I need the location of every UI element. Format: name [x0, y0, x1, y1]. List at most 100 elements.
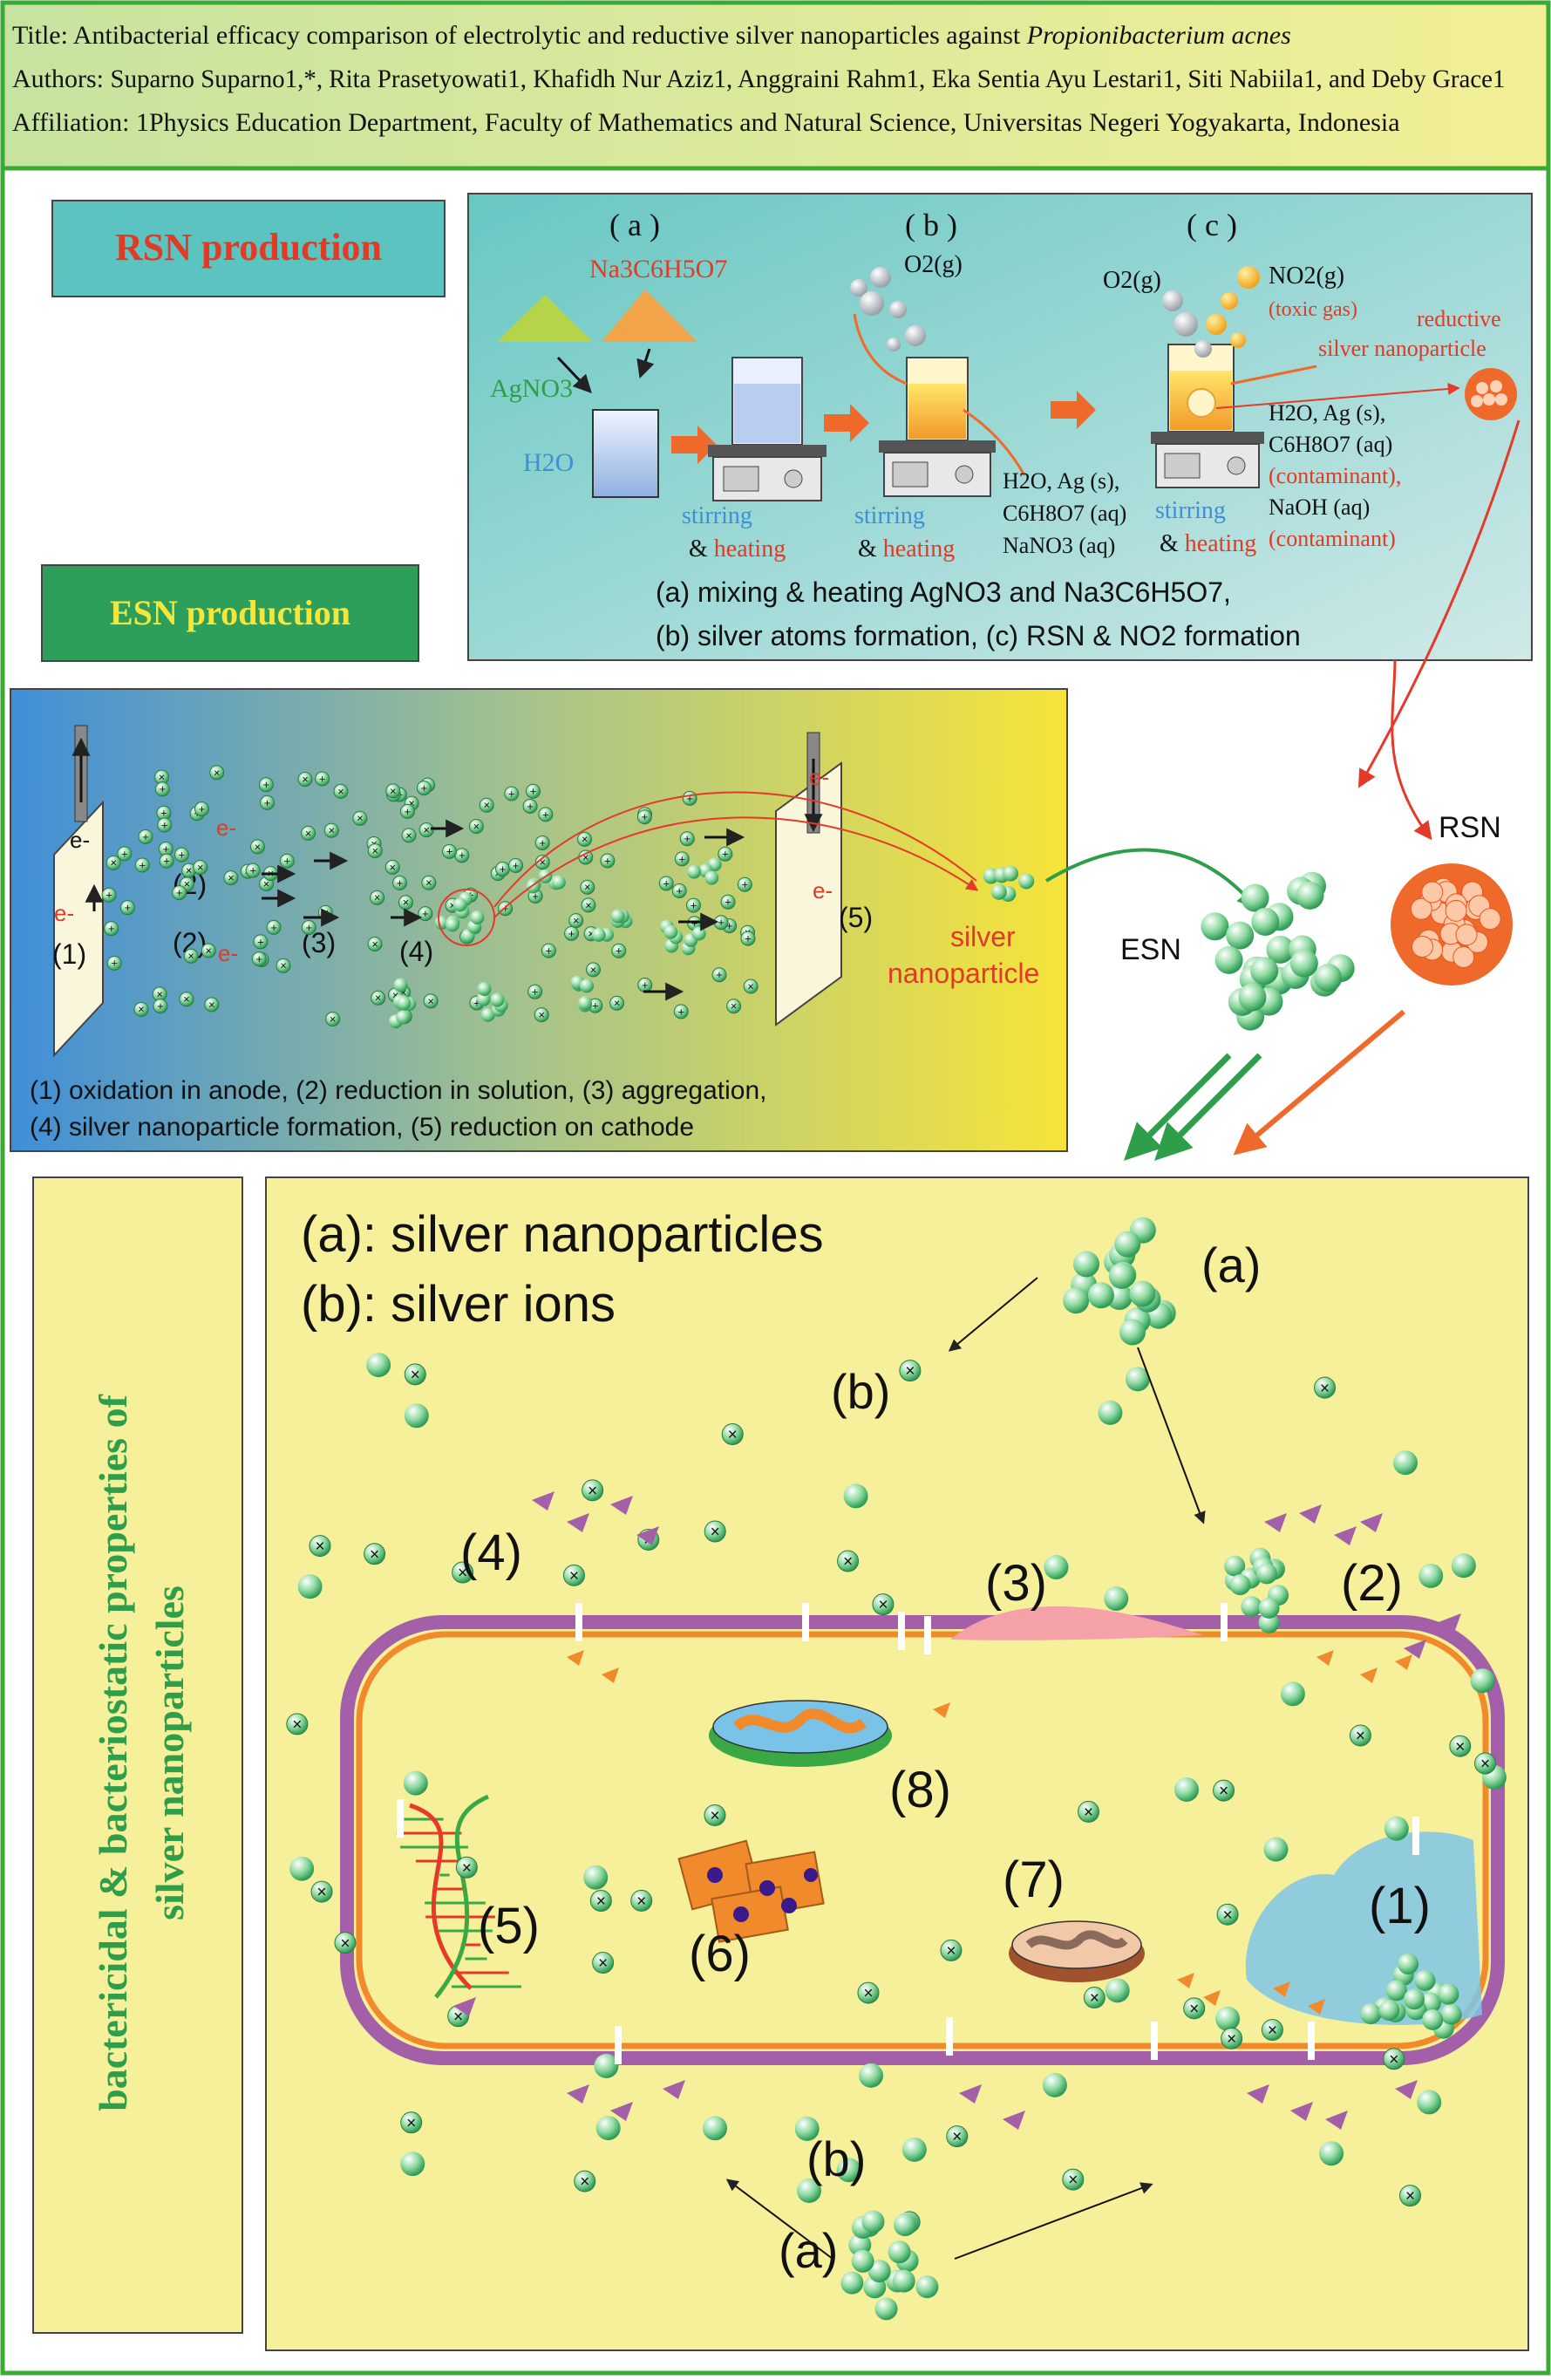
citrate-powder	[602, 290, 697, 342]
svg-text:×: ×	[1222, 1906, 1232, 1925]
svg-text:×: ×	[208, 998, 214, 1011]
products-c-1: H2O, Ag (s),	[1269, 400, 1385, 426]
svg-text:×: ×	[329, 824, 335, 837]
electron-cathode-2: e-	[813, 877, 833, 904]
svg-text:×: ×	[357, 812, 363, 825]
svg-text:+: +	[726, 919, 732, 932]
agnp-cluster-top	[1063, 1217, 1176, 1346]
svg-text:×: ×	[1090, 1989, 1099, 2008]
svg-text:×: ×	[411, 1367, 420, 1385]
svg-text:×: ×	[573, 914, 579, 927]
svg-text:+: +	[686, 792, 692, 805]
stirrer-c	[1151, 344, 1264, 488]
svg-text:×: ×	[540, 856, 546, 869]
cell-debris-triangles	[453, 1491, 1461, 2130]
svg-text:×: ×	[483, 799, 489, 812]
silver-nanoparticle-label: silver nanoparticle	[1318, 336, 1486, 361]
svg-text:×: ×	[405, 829, 412, 842]
svg-text:+: +	[125, 901, 131, 914]
svg-text:×: ×	[747, 979, 753, 992]
side-title-1: bactericidal & bacteriostatic properties…	[91, 1394, 135, 2111]
svg-text:×: ×	[449, 899, 455, 912]
svg-text:+: +	[163, 855, 169, 868]
properties-side-box: bactericidal & bacteriostatic properties…	[32, 1176, 243, 2334]
products-c-3: (contaminant),	[1269, 463, 1401, 488]
svg-text:+: +	[546, 944, 552, 957]
svg-text:×: ×	[372, 844, 378, 857]
stirrer-a	[708, 357, 827, 501]
svg-text:×: ×	[371, 938, 378, 951]
mechanism-5: (5)	[478, 1898, 540, 1954]
esn-particle-large	[1201, 871, 1355, 1031]
mechanism-3: (3)	[985, 1555, 1047, 1612]
svg-text:+: +	[592, 999, 598, 1013]
svg-text:×: ×	[183, 992, 189, 1006]
svg-text:+: +	[691, 917, 697, 930]
svg-text:+: +	[405, 805, 411, 818]
svg-text:×: ×	[614, 997, 620, 1010]
esn-heading-box: ESN production	[41, 564, 419, 662]
svg-text:×: ×	[187, 950, 194, 963]
svg-text:×: ×	[315, 1538, 324, 1556]
electron-anode-1: e-	[70, 827, 90, 853]
svg-text:×: ×	[406, 2114, 416, 2132]
o2-bubbles-c	[1162, 290, 1212, 358]
svg-text:+: +	[642, 979, 648, 992]
svg-text:×: ×	[159, 770, 165, 783]
svg-text:+: +	[256, 952, 262, 965]
svg-text:+: +	[722, 848, 728, 861]
esn-step-5: (5)	[839, 902, 873, 933]
silver-nitrate-label: AgNO3	[490, 374, 573, 403]
svg-text:+: +	[677, 884, 683, 897]
svg-text:×: ×	[156, 987, 162, 1000]
rsn-particle-large	[1391, 863, 1513, 985]
svg-text:+: +	[284, 855, 290, 868]
ribosome-blocks	[677, 1839, 825, 1943]
svg-text:×: ×	[538, 1008, 544, 1021]
svg-text:+: +	[568, 927, 575, 940]
nanoparticle-label: nanoparticle	[888, 958, 1039, 989]
silver-label: silver	[950, 921, 1016, 952]
svg-text:×: ×	[370, 1545, 379, 1564]
svg-text:+: +	[684, 832, 690, 845]
svg-text:+: +	[161, 818, 167, 831]
products-c-5: (contaminant)	[1269, 526, 1396, 551]
svg-text:×: ×	[588, 1482, 597, 1500]
svg-text:×: ×	[228, 871, 234, 884]
svg-text:×: ×	[337, 785, 344, 798]
svg-text:+: +	[745, 931, 751, 944]
svg-text:×: ×	[305, 827, 311, 840]
svg-text:×: ×	[590, 963, 596, 976]
o2-bubbles-b	[850, 267, 926, 351]
svg-text:×: ×	[598, 1954, 608, 1973]
svg-text:×: ×	[403, 896, 409, 909]
rsn-production-panel: ( a ) ( b ) ( c ) Na3C6H5O7 AgNO3 H2O	[467, 193, 1533, 661]
svg-text:×: ×	[878, 1596, 888, 1614]
svg-text:+: +	[539, 836, 545, 849]
svg-text:+: +	[542, 808, 548, 821]
rsn-caption-1: (a) mixing & heating AgNO3 and Na3C6H5O7…	[656, 576, 1231, 608]
water-beaker	[592, 409, 659, 498]
svg-text:+: +	[532, 985, 538, 999]
svg-text:×: ×	[316, 1884, 326, 1902]
electron-cathode-1: e-	[809, 764, 829, 790]
electron-solution-2: e-	[218, 940, 238, 966]
svg-text:×: ×	[214, 766, 220, 779]
svg-text:+: +	[527, 800, 533, 813]
citrate-label: Na3C6H5O7	[589, 255, 727, 283]
agnp-cluster-right	[1224, 1547, 1462, 2039]
svg-text:×: ×	[110, 856, 116, 869]
svg-text:×: ×	[340, 1934, 350, 1953]
svg-text:×: ×	[1480, 1756, 1490, 1774]
membrane-lesion	[950, 1606, 1203, 1640]
mechanism-2: (2)	[1341, 1555, 1403, 1612]
svg-text:×: ×	[569, 1567, 579, 1586]
svg-text:×: ×	[1084, 1804, 1093, 1822]
stirring-label-c: stirring	[1155, 497, 1226, 524]
o2-label-b: O2(g)	[904, 251, 963, 278]
properties-panel: (a): silver nanoparticles (b): silver io…	[265, 1176, 1529, 2351]
svg-text:×: ×	[263, 877, 269, 890]
svg-text:×: ×	[710, 1807, 719, 1825]
rsn-step-a: ( a )	[609, 208, 660, 242]
